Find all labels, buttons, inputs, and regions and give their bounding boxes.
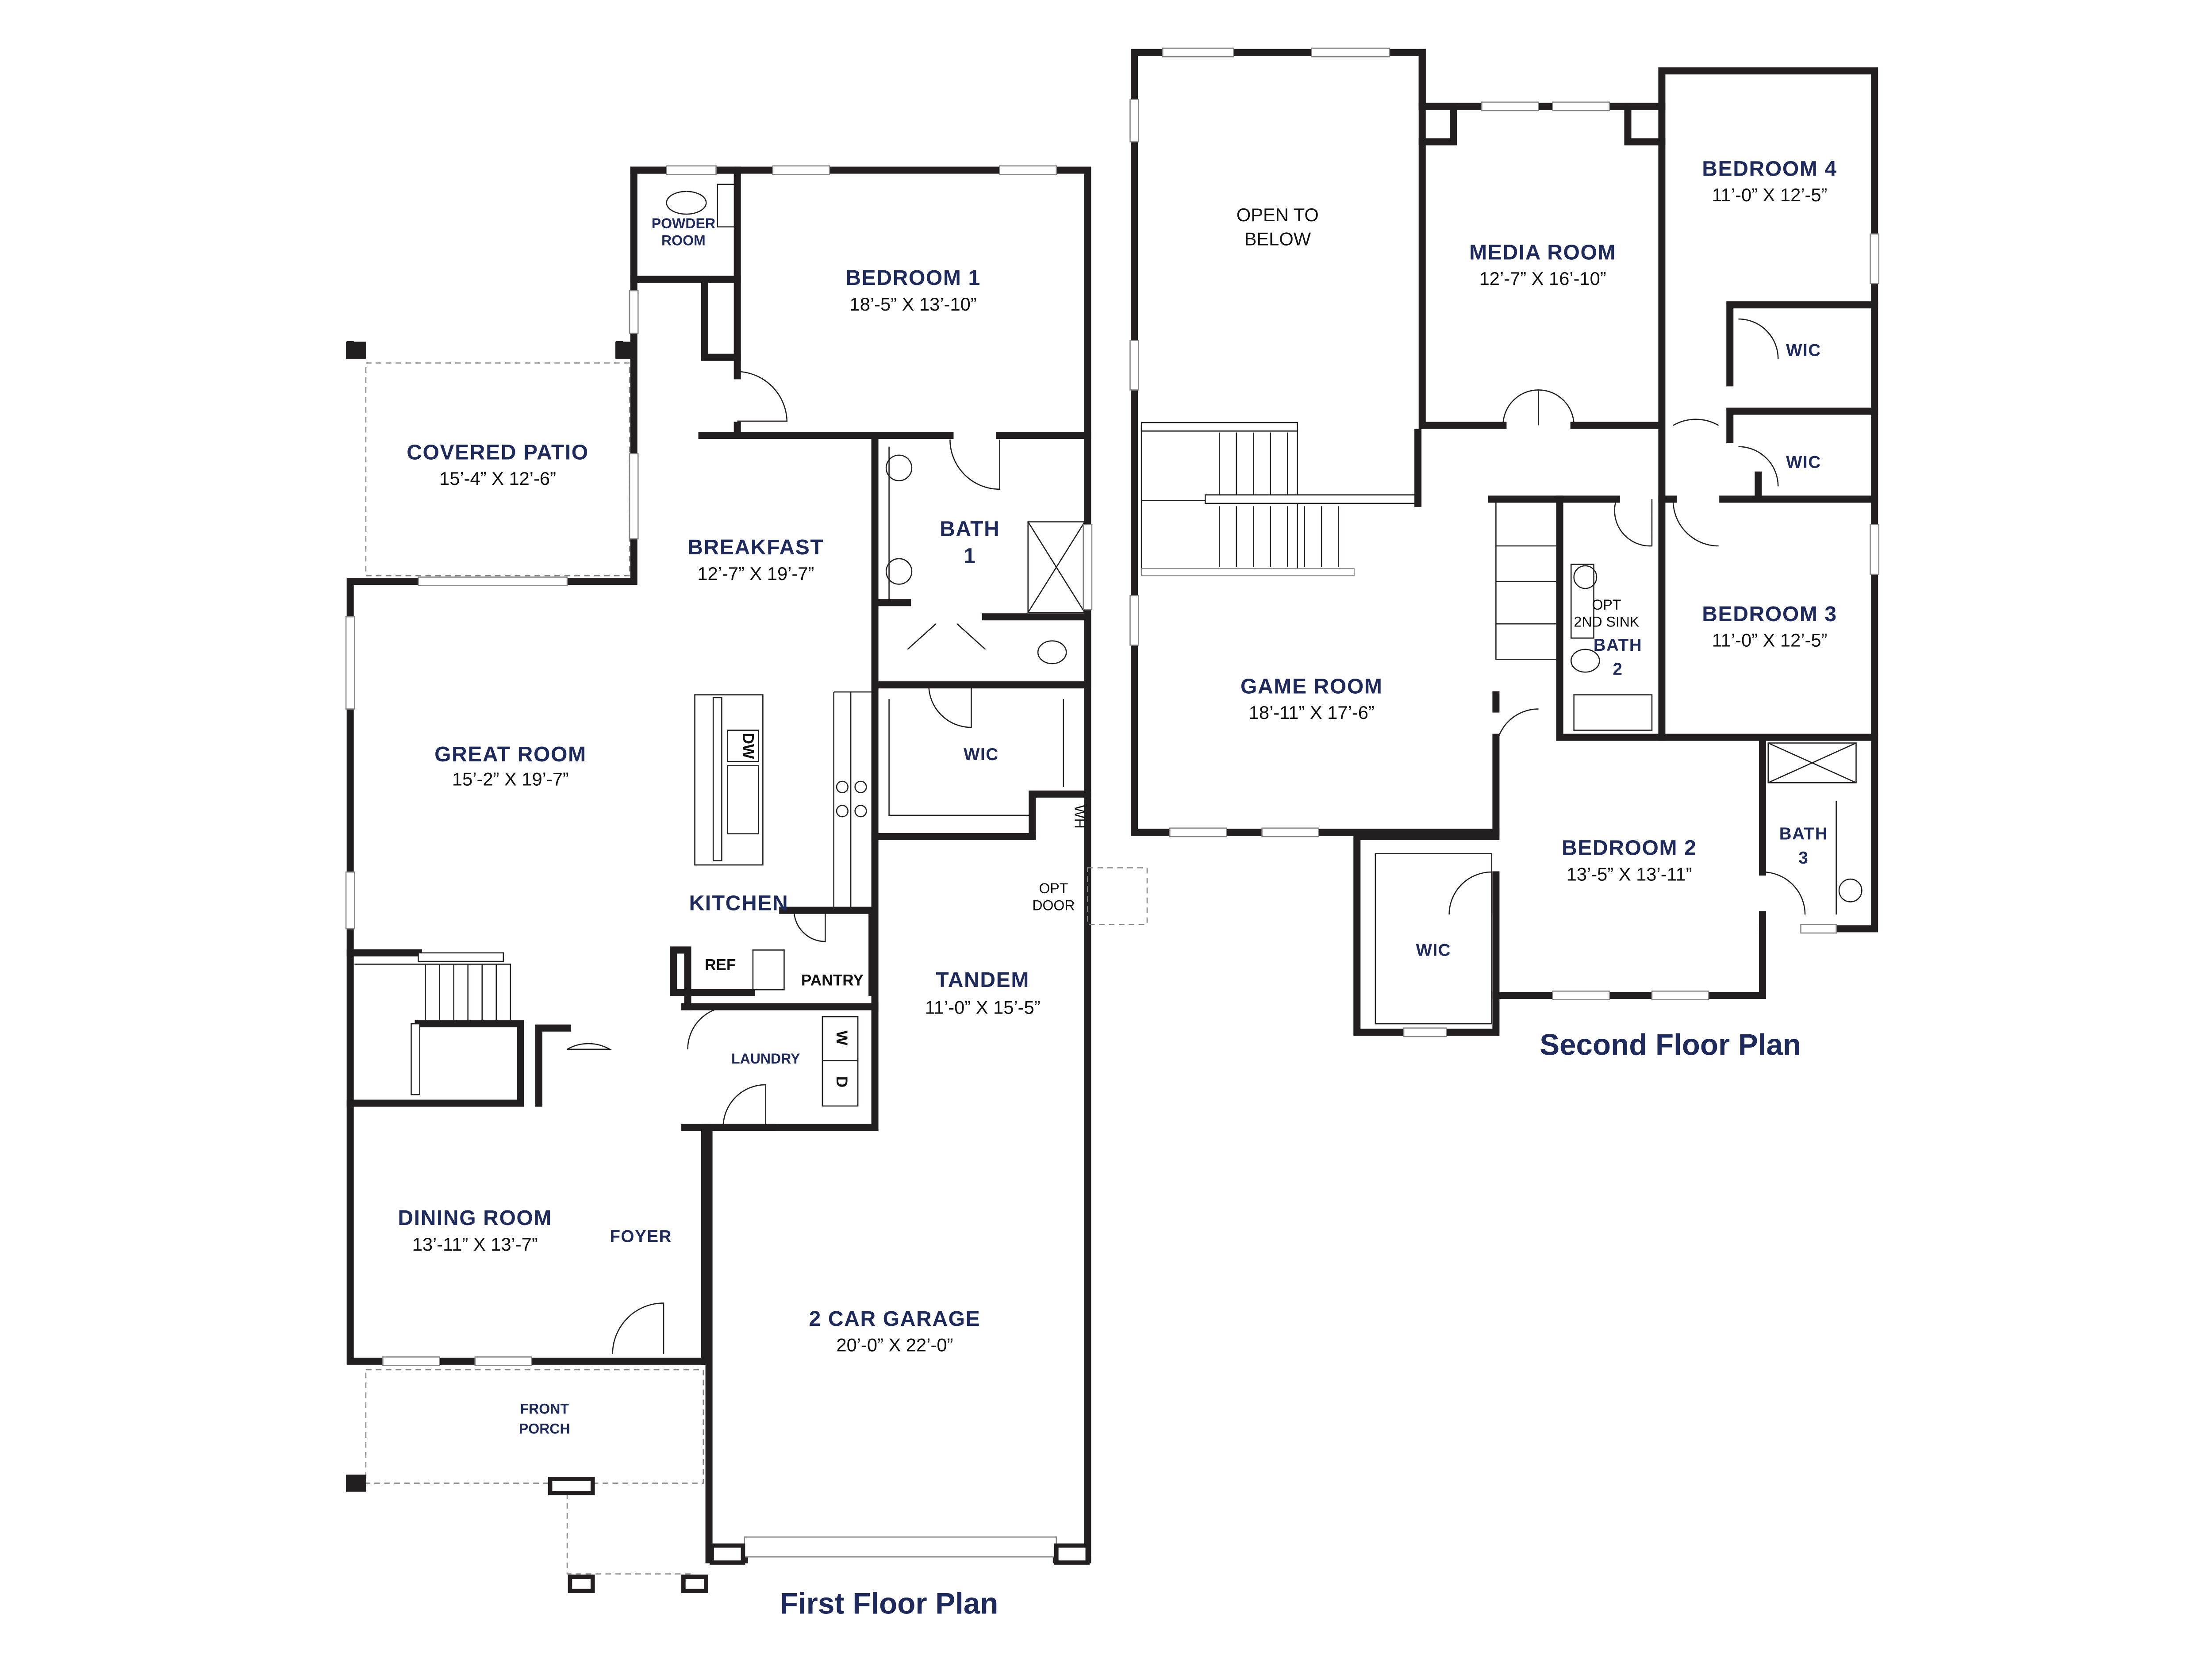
powder-room-label-2: ROOM bbox=[661, 232, 706, 248]
dishwasher-label: DW bbox=[739, 733, 757, 759]
media-room-label: MEDIA ROOM bbox=[1469, 241, 1616, 265]
game-room-label: GAME ROOM bbox=[1240, 674, 1382, 698]
bedroom3-dims: 11’-0” X 12’-5” bbox=[1712, 630, 1828, 651]
second-floor-labels: OPEN TO BELOW MEDIA ROOM 12’-7” X 16’-10… bbox=[1237, 157, 1837, 1062]
covered-patio-label: COVERED PATIO bbox=[407, 440, 589, 464]
bath1-label-2: 1 bbox=[964, 544, 976, 568]
bath2-label: BATH bbox=[1594, 636, 1642, 655]
bedroom3-label: BEDROOM 3 bbox=[1702, 602, 1837, 626]
bedroom4-label: BEDROOM 4 bbox=[1702, 157, 1837, 180]
bath3-label: BATH bbox=[1779, 824, 1828, 843]
second-floor-title: Second Floor Plan bbox=[1540, 1029, 1801, 1062]
covered-patio-dims: 15’-4” X 12’-6” bbox=[439, 468, 556, 489]
breakfast-label: BREAKFAST bbox=[687, 535, 824, 559]
great-room-dims: 15’-2” X 19’-7” bbox=[452, 769, 569, 790]
front-porch-label: FRONT bbox=[520, 1401, 569, 1417]
media-room-dims: 12’-7” X 16’-10” bbox=[1479, 268, 1606, 289]
refrigerator-label: REF bbox=[705, 956, 736, 973]
laundry-label: LAUNDRY bbox=[731, 1051, 800, 1067]
dining-room-dims: 13’-11” X 13’-7” bbox=[412, 1234, 538, 1255]
open-to-below-label: OPEN TO bbox=[1237, 204, 1319, 225]
kitchen-label: KITCHEN bbox=[689, 891, 788, 915]
garage-dims: 20’-0” X 22’-0” bbox=[836, 1334, 953, 1355]
wic-b-label: WIC bbox=[1786, 453, 1821, 472]
tandem-label: TANDEM bbox=[936, 968, 1029, 992]
first-floor-plan: POWDER ROOM BEDROOM 1 18’-5” X 13’-10” C… bbox=[345, 165, 1148, 1620]
bedroom2-label: BEDROOM 2 bbox=[1562, 836, 1697, 860]
bath3-label-2: 3 bbox=[1798, 849, 1809, 868]
first-floor-title: First Floor Plan bbox=[780, 1587, 998, 1620]
second-floor-walls bbox=[1129, 47, 1880, 1037]
wic-c-label: WIC bbox=[1416, 941, 1452, 960]
water-heater-label: WH bbox=[1071, 805, 1087, 828]
opt-door-label-2: DOOR bbox=[1032, 898, 1075, 914]
bedroom2-dims: 13’-5” X 13’-11” bbox=[1567, 864, 1692, 884]
dining-room-label: DINING ROOM bbox=[398, 1206, 552, 1230]
breakfast-dims: 12’-7” X 19’-7” bbox=[697, 563, 814, 584]
bedroom4-dims: 11’-0” X 12’-5” bbox=[1712, 184, 1828, 205]
opt-door-label: OPT bbox=[1039, 880, 1068, 896]
second-floor-plan: OPEN TO BELOW MEDIA ROOM 12’-7” X 16’-10… bbox=[1129, 47, 1880, 1062]
bath2-label-2: 2 bbox=[1613, 660, 1623, 679]
wic-label: WIC bbox=[964, 745, 999, 764]
pantry-label: PANTRY bbox=[801, 972, 864, 989]
great-room-label: GREAT ROOM bbox=[434, 742, 587, 766]
powder-room-label: POWDER bbox=[652, 215, 715, 231]
first-floor-labels: POWDER ROOM BEDROOM 1 18’-5” X 13’-10” C… bbox=[398, 215, 1087, 1620]
tandem-dims: 11’-0” X 15’-5” bbox=[925, 997, 1041, 1018]
open-to-below-label-2: BELOW bbox=[1244, 228, 1311, 249]
dryer-label: D bbox=[833, 1076, 850, 1087]
opt-2nd-sink-label: OPT bbox=[1592, 597, 1621, 613]
wic-a-label: WIC bbox=[1786, 341, 1821, 360]
bath1-label: BATH bbox=[940, 517, 1000, 541]
first-floor-walls bbox=[345, 165, 1148, 1593]
washer-label: W bbox=[833, 1031, 850, 1046]
opt-2nd-sink-label-2: 2ND SINK bbox=[1574, 614, 1640, 630]
bedroom1-dims: 18’-5” X 13’-10” bbox=[850, 294, 977, 315]
garage-label: 2 CAR GARAGE bbox=[809, 1307, 981, 1331]
front-porch-label-2: PORCH bbox=[519, 1421, 570, 1436]
game-room-dims: 18’-11” X 17’-6” bbox=[1249, 702, 1375, 723]
foyer-label: FOYER bbox=[610, 1227, 672, 1246]
bedroom1-label: BEDROOM 1 bbox=[845, 266, 981, 290]
